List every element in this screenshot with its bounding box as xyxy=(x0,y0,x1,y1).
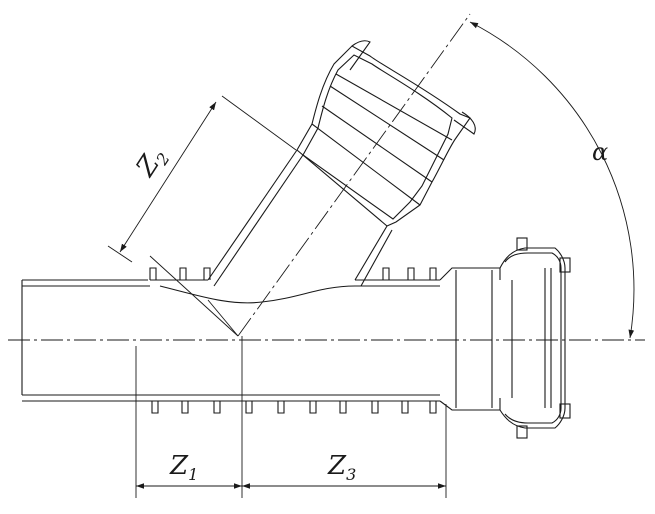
label-z1: Z1 xyxy=(169,451,198,484)
rib xyxy=(149,267,157,280)
rib xyxy=(179,267,187,280)
branch-socket xyxy=(296,40,476,227)
label-z3: Z3 xyxy=(327,451,356,484)
main-pipe xyxy=(21,279,440,402)
svg-text:Z3: Z3 xyxy=(327,451,356,484)
rib xyxy=(309,401,317,414)
rib xyxy=(181,401,189,414)
rib xyxy=(407,267,415,280)
rib xyxy=(371,401,379,414)
rib xyxy=(429,267,437,280)
rib xyxy=(401,401,409,414)
label-angle: α xyxy=(592,138,608,166)
ribs-bottom xyxy=(151,401,437,414)
extension-lines xyxy=(107,95,447,498)
dimension-angle xyxy=(469,21,635,339)
rib xyxy=(245,401,253,414)
dimension-z2 xyxy=(119,101,217,253)
rib xyxy=(213,401,221,414)
ribs-top xyxy=(149,267,437,280)
rib xyxy=(277,401,285,414)
center-lines xyxy=(8,13,645,341)
socket-right xyxy=(439,237,571,439)
rib xyxy=(151,401,159,414)
rib xyxy=(382,267,390,280)
rib xyxy=(339,401,347,414)
rib xyxy=(429,401,437,414)
svg-text:Z1: Z1 xyxy=(169,451,198,484)
svg-text:α: α xyxy=(592,138,608,166)
rib xyxy=(203,267,211,280)
